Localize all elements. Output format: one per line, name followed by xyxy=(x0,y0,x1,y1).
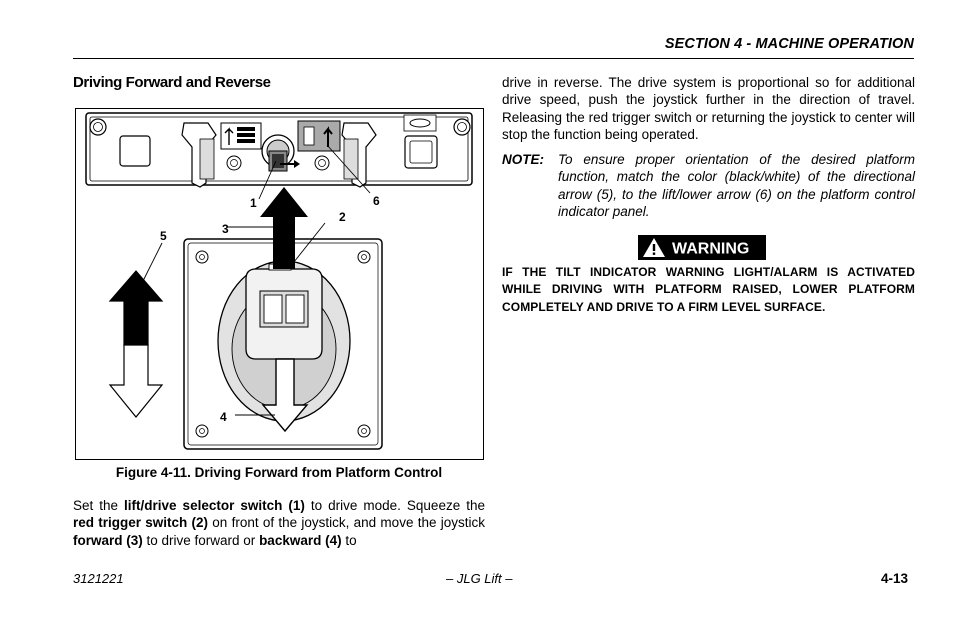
note-text: To ensure proper orientation of the desi… xyxy=(558,152,915,219)
doc-number: 3121221 xyxy=(73,571,124,586)
note-block: NOTE: To ensure proper orientation of th… xyxy=(502,151,915,220)
callout-2: 2 xyxy=(339,210,346,224)
callout-4: 4 xyxy=(220,410,227,424)
platform-control-drawing: 1 2 3 4 5 6 xyxy=(85,112,473,450)
forward-arrow xyxy=(260,187,308,269)
figure-caption: Figure 4-11. Driving Forward from Platfo… xyxy=(115,465,443,480)
backward-arrow xyxy=(261,358,309,433)
joystick-base xyxy=(183,238,383,450)
warning-badge: WARNING xyxy=(638,235,766,260)
callout-1: 1 xyxy=(250,196,257,210)
note-label: NOTE: xyxy=(502,152,544,167)
right-paragraph: drive in reverse. The drive system is pr… xyxy=(502,75,915,142)
sub-heading: Driving Forward and Reverse xyxy=(73,74,271,91)
callout-3: 3 xyxy=(222,222,229,236)
warning-text: IF THE TILT INDICATOR WARNING LIGHT/ALAR… xyxy=(502,265,915,314)
figure-illustration: 1 2 3 4 5 6 xyxy=(75,108,484,460)
leader-lines xyxy=(139,144,371,416)
left-paragraph: Set the lift/drive selector switch (1) t… xyxy=(73,498,485,548)
section-header: SECTION 4 - MACHINE OPERATION xyxy=(664,36,914,52)
control-panel xyxy=(85,112,473,188)
warning-label: WARNING xyxy=(672,241,749,258)
header-rule xyxy=(73,58,914,59)
callout-5: 5 xyxy=(160,229,167,243)
callout-6: 6 xyxy=(373,194,380,208)
footer-brand: – JLG Lift – xyxy=(446,571,513,586)
page-number: 4-13 xyxy=(880,571,908,586)
directional-arrow xyxy=(108,270,164,418)
